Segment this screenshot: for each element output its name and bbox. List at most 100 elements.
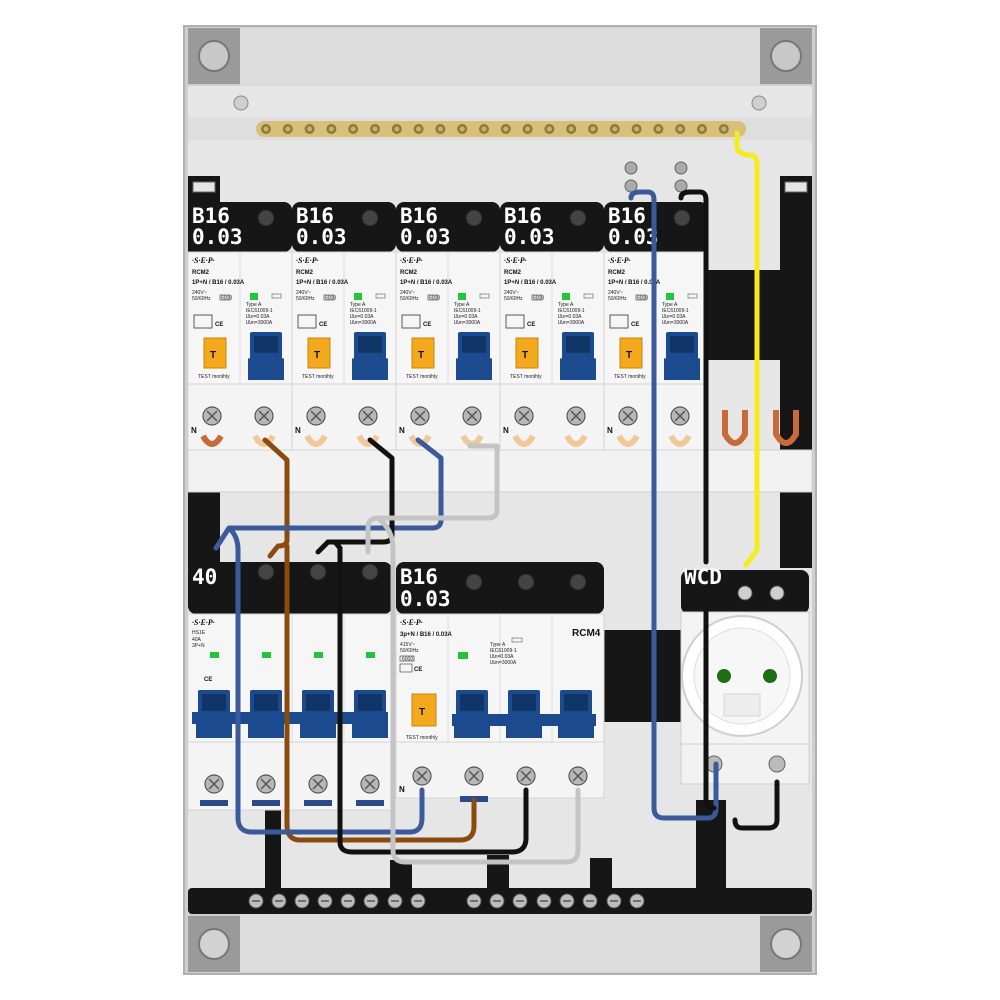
rcbo-sensitivity: 0.03 <box>504 225 555 249</box>
model-label: RCM2 <box>192 270 210 276</box>
test-key: T <box>626 350 632 361</box>
test-button[interactable]: T <box>307 337 331 369</box>
neutral-mark: N <box>503 426 509 435</box>
socket-neutral-wire <box>628 189 719 821</box>
model-label: RCM2 <box>400 270 418 276</box>
breaker-handle[interactable] <box>352 332 388 380</box>
test-button[interactable]: T <box>411 693 437 727</box>
icn-label: IΔm=3000A <box>454 320 481 326</box>
model-label: RCM2 <box>608 270 626 276</box>
code-label: 6000 <box>325 296 336 302</box>
freq-label: 50/60Hz <box>400 648 419 654</box>
neutral-terminal-bar <box>188 800 812 914</box>
ce-mark: CE <box>215 322 223 328</box>
ce-mark: CE <box>204 677 212 683</box>
spec-label: 3p+N / B16 / 0.03A <box>400 632 453 638</box>
rcbo-sensitivity: 0.03 <box>192 225 243 249</box>
brand-logo: ·S·E·P· <box>192 618 215 627</box>
incoming-terminals <box>624 161 688 193</box>
main-switch-handle[interactable] <box>192 690 388 738</box>
code-label: 6000 <box>402 657 413 663</box>
type-label: Type A <box>490 642 506 648</box>
brand-logo: ·S·E·P· <box>400 618 423 627</box>
copper-link <box>773 410 799 446</box>
type-label: Type A <box>246 302 262 308</box>
din-rail-bottom <box>600 630 690 722</box>
rcbo-3p-sensitivity: 0.03 <box>400 587 451 611</box>
test-label: TEST monthly <box>406 374 438 380</box>
idn-label: IΔn=0.03A <box>246 314 270 320</box>
neutral-mark: N <box>607 426 613 435</box>
test-label: TEST monthly <box>198 374 230 380</box>
voltage-label: 240V~ <box>296 290 311 296</box>
voltage-label: 240V~ <box>400 290 415 296</box>
earth-terminal-bar <box>188 118 812 140</box>
code-label: 6000 <box>533 296 544 302</box>
main-switch-model: HS1E <box>192 630 206 636</box>
socket-outlet-module: WCD <box>680 565 810 785</box>
brand-logo: ·S·E·P· <box>504 256 527 265</box>
test-label: TEST monthly <box>406 735 438 741</box>
breaker-handle[interactable] <box>456 332 492 380</box>
socket-pin-left <box>717 669 731 683</box>
rcbo-sensitivity: 0.03 <box>608 225 659 249</box>
test-button[interactable]: T <box>515 337 539 369</box>
std-label: IEC61009-1 <box>350 308 377 314</box>
std-label: IEC61009-1 <box>662 308 689 314</box>
phase-wire-grey <box>365 443 581 865</box>
breaker-handle[interactable] <box>664 332 700 380</box>
rcbo-rating: B16 <box>296 204 334 228</box>
rcbo-rating: B16 <box>608 204 646 228</box>
voltage-label: 415V~ <box>400 642 415 648</box>
rcbo-sensitivity: 0.03 <box>296 225 347 249</box>
ce-mark: CE <box>527 322 535 328</box>
test-key: T <box>210 350 216 361</box>
freq-label: 50/60Hz <box>504 296 523 302</box>
neutral-mark: N <box>295 426 301 435</box>
voltage-label: 240V~ <box>504 290 519 296</box>
idn-label: IΔn=0.03A <box>558 314 582 320</box>
type-label: Type A <box>454 302 470 308</box>
ce-mark: CE <box>423 322 431 328</box>
code-label: 6000 <box>221 296 232 302</box>
type-label: Type A <box>558 302 574 308</box>
code-label: 6000 <box>637 296 648 302</box>
freq-label: 50/60Hz <box>608 296 627 302</box>
top-cover-strip <box>240 28 760 86</box>
brand-logo: ·S·E·P· <box>608 256 631 265</box>
model-label: RCM4 <box>572 628 601 639</box>
breaker-handle[interactable] <box>248 332 284 380</box>
rcbo-rating: B16 <box>400 204 438 228</box>
std-label: IEC61009-1 <box>490 648 517 654</box>
din-rail-side-right <box>780 176 812 568</box>
test-key: T <box>419 707 425 718</box>
ce-mark: CE <box>631 322 639 328</box>
rcbo-rating: B16 <box>504 204 542 228</box>
test-key: T <box>314 350 320 361</box>
breaker-handle[interactable] <box>452 690 596 738</box>
voltage-label: 240V~ <box>608 290 623 296</box>
socket-label: WCD <box>684 565 722 589</box>
test-button[interactable]: T <box>203 337 227 369</box>
freq-label: 50/60Hz <box>192 296 211 302</box>
idn-label: IΔn=0.03A <box>350 314 374 320</box>
test-button[interactable]: T <box>619 337 643 369</box>
mounting-holes <box>188 28 812 972</box>
icn-label: IΔm=3000A <box>350 320 377 326</box>
icn-label: IΔm=3000A <box>662 320 689 326</box>
copper-link <box>722 410 748 446</box>
main-switch-spec: 3P+N <box>192 643 205 649</box>
neutral-mark: N <box>191 426 197 435</box>
std-label: IEC61009-1 <box>454 308 481 314</box>
std-label: IEC61009-1 <box>246 308 273 314</box>
freq-label: 50/60Hz <box>296 296 315 302</box>
test-button[interactable]: T <box>411 337 435 369</box>
breaker-handle[interactable] <box>560 332 596 380</box>
